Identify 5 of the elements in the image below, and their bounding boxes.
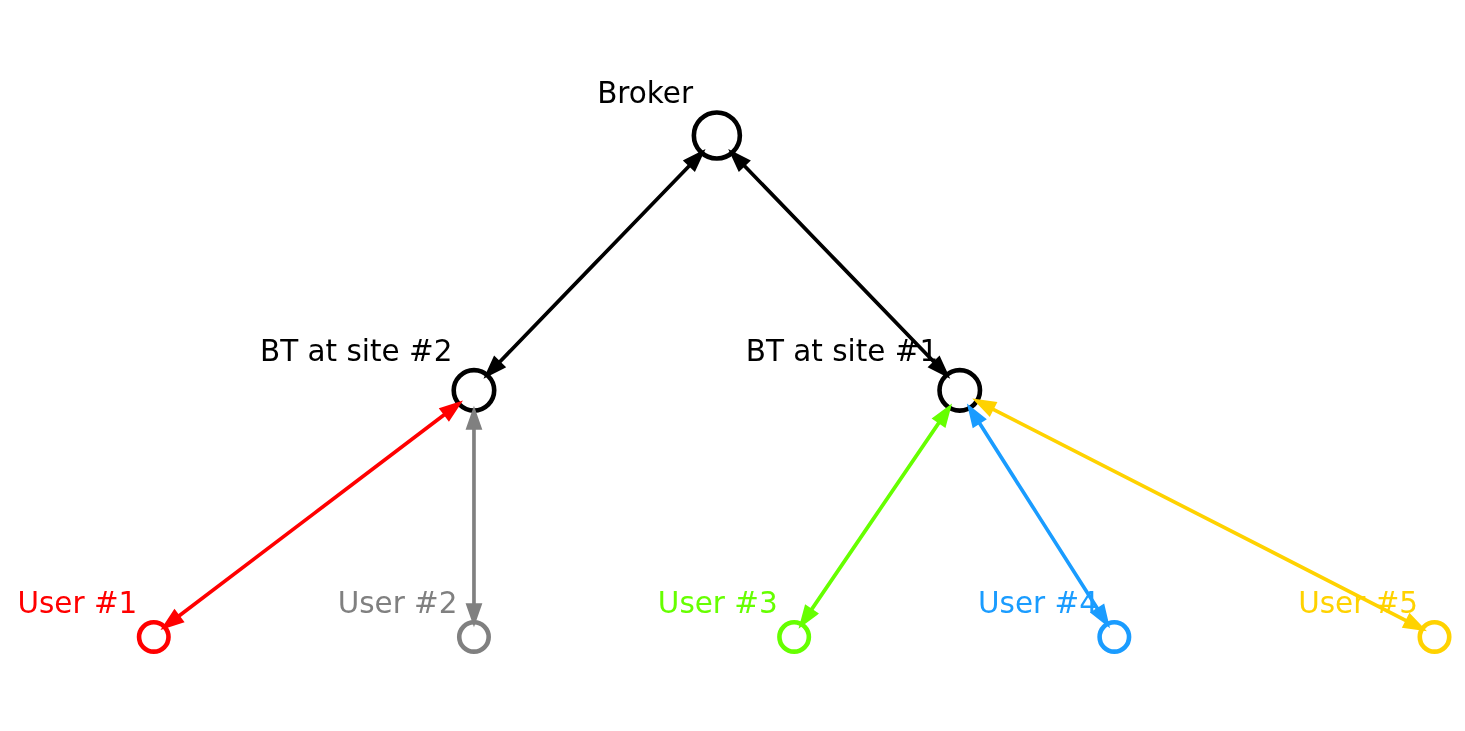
node-label: User #1 (17, 585, 138, 620)
node-label: BT at site #2 (259, 333, 453, 368)
node-label: Broker (597, 75, 694, 110)
node-label: User #2 (337, 585, 458, 620)
node-label: User #3 (657, 585, 778, 620)
